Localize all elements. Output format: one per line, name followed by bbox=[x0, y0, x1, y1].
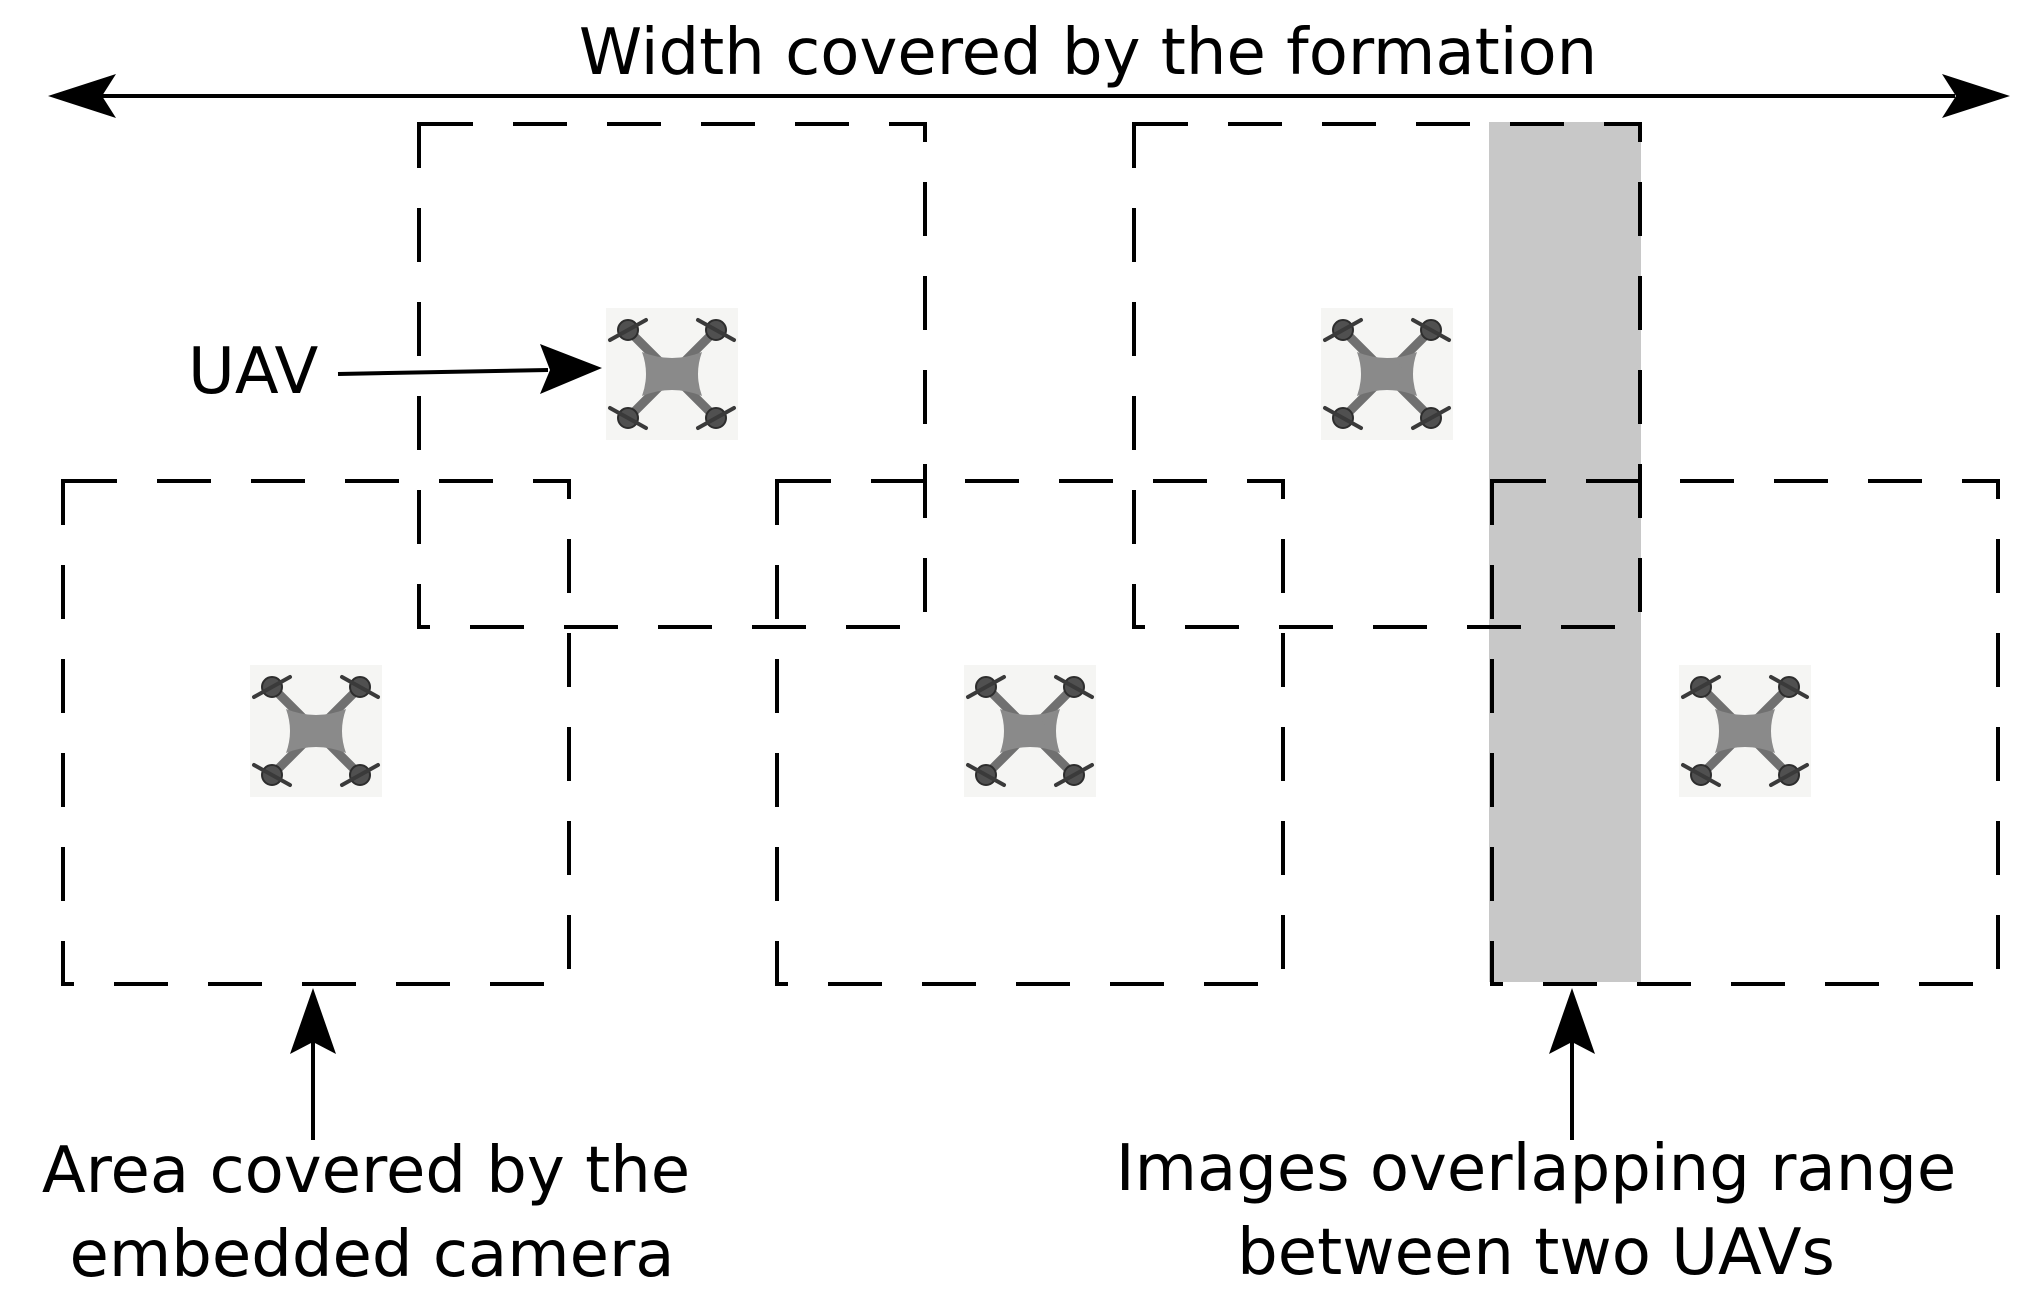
camera-area-bottom-left bbox=[61, 479, 571, 986]
overlap-label-line2: between two UAVs bbox=[1237, 1216, 1835, 1290]
camera-area-top-right bbox=[1132, 122, 1642, 629]
camera-area-bottom-middle bbox=[775, 479, 1285, 986]
camera-area-pointer-arrow bbox=[290, 988, 336, 1140]
camera-area-label-line1: Area covered by the bbox=[42, 1134, 690, 1208]
uav-pointer-arrow bbox=[337, 344, 602, 394]
uav-label: UAV bbox=[188, 335, 319, 409]
camera-coverage-areas bbox=[61, 122, 2000, 986]
overlap-region bbox=[1489, 122, 1641, 982]
camera-area-label-line2: embedded camera bbox=[70, 1218, 675, 1292]
quadcopter-uav-icon bbox=[606, 308, 738, 440]
camera-area-bottom-right bbox=[1490, 479, 2000, 986]
formation-width-label: Width covered by the formation bbox=[579, 16, 1597, 90]
quadcopter-uav-icon bbox=[250, 665, 382, 797]
quadcopter-uav-icon bbox=[964, 665, 1096, 797]
camera-area-top-left bbox=[417, 122, 927, 629]
quadcopter-uav-icon bbox=[1679, 665, 1811, 797]
formation-width-arrow bbox=[48, 74, 2010, 118]
overlap-pointer-arrow bbox=[1549, 988, 1595, 1140]
overlap-label-line1: Images overlapping range bbox=[1116, 1132, 1957, 1206]
quadcopter-uav-icon bbox=[1321, 308, 1453, 440]
